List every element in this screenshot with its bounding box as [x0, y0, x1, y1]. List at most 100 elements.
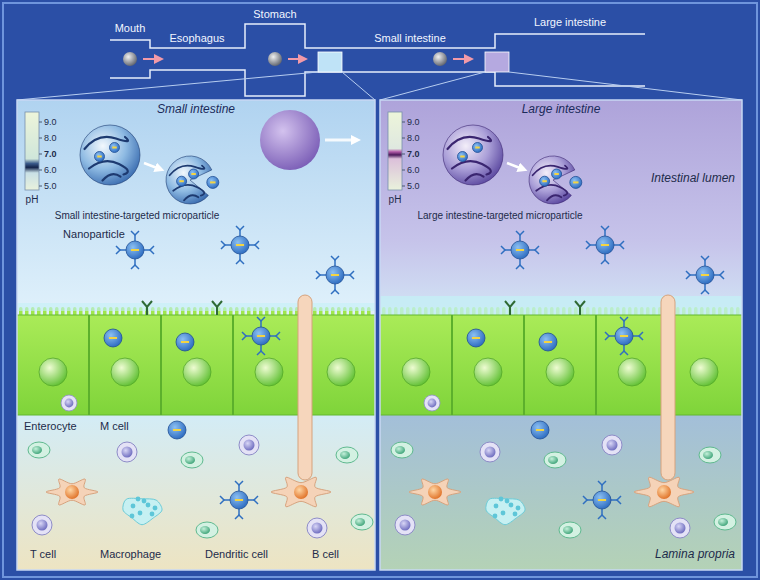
t-cell — [239, 435, 259, 455]
b-cell-body — [699, 447, 721, 463]
dendritic-cell-body — [46, 479, 98, 505]
negative-charge — [331, 274, 339, 276]
phagosome — [493, 514, 498, 519]
ph-value: 9.0 — [407, 117, 420, 127]
t-cell — [424, 395, 440, 411]
ph-axis-label: pH — [26, 194, 39, 206]
negative-charge — [112, 147, 117, 149]
nanoparticle — [458, 152, 468, 162]
phagosome — [150, 512, 155, 517]
polymer-strand — [85, 137, 129, 149]
ligand-fork — [601, 226, 609, 230]
b-cell-nucleus — [395, 446, 405, 454]
macrophage — [486, 497, 525, 525]
ligand-fork — [131, 265, 139, 269]
ph-value: 6.0 — [407, 165, 420, 175]
b-cell — [699, 447, 721, 463]
negative-charge — [601, 244, 609, 246]
polymer-strand — [184, 195, 198, 200]
receptor — [142, 301, 152, 315]
ph-value: 6.0 — [44, 165, 57, 175]
ligand-fork — [598, 481, 606, 485]
ph-tick — [402, 186, 405, 187]
ph-scale — [388, 112, 402, 190]
b-cell — [28, 442, 50, 458]
b-cell-nucleus — [548, 456, 558, 464]
t-cell-body — [602, 435, 622, 455]
negative-charge — [460, 156, 465, 158]
ph-tick — [402, 170, 405, 171]
nanoparticle — [686, 256, 724, 294]
ph-axis-label: pH — [389, 194, 402, 206]
ligand-fork — [116, 246, 120, 254]
nanoparticle-core — [473, 143, 483, 153]
nanoparticle — [176, 333, 194, 351]
microparticle-shell — [166, 156, 212, 204]
ligand-fork — [220, 496, 224, 504]
nanoparticle — [586, 226, 624, 264]
nanoparticle-core — [230, 491, 248, 509]
dendrite — [661, 295, 675, 480]
ligand-fork — [331, 290, 339, 294]
capsule — [268, 52, 282, 66]
negative-charge — [179, 180, 184, 182]
lamina-propria — [380, 415, 742, 570]
nanoparticle-core — [207, 176, 219, 188]
transit-arrow — [325, 139, 353, 142]
phagosome — [138, 511, 143, 516]
intestinal-lumen — [17, 100, 375, 315]
nanoparticle-core — [104, 329, 122, 347]
enterocyte-nucleus — [183, 358, 211, 386]
t-cell-body — [307, 518, 327, 538]
cell-border — [160, 315, 162, 415]
t-cell-nucleus — [244, 440, 255, 451]
zoom-region — [485, 52, 509, 72]
t-cell — [117, 442, 137, 462]
nanoparticle — [316, 256, 354, 294]
nanoparticle-core — [539, 333, 557, 351]
nanoparticle — [531, 421, 549, 439]
negative-charge — [173, 429, 181, 431]
zoom-line — [342, 72, 375, 100]
nanoparticle — [104, 329, 122, 347]
negative-charge — [701, 274, 709, 276]
polymer-strand — [547, 195, 561, 200]
negative-charge — [516, 249, 524, 251]
b-cell-body — [559, 522, 581, 538]
ph-tick — [39, 154, 42, 155]
cell-label: T cell — [30, 548, 56, 561]
ph-tick — [402, 154, 405, 155]
nanoparticle — [177, 176, 187, 186]
nanoparticle — [583, 481, 621, 519]
cell-label: B cell — [312, 548, 339, 561]
b-cell-body — [181, 452, 203, 468]
b-cell-nucleus — [355, 518, 365, 526]
dendritic-cell — [271, 477, 331, 507]
cell-border — [232, 315, 234, 415]
dendritic-cell — [409, 479, 461, 505]
b-cell-body — [351, 514, 373, 530]
ph-tick — [39, 138, 42, 139]
ligand-fork — [350, 271, 354, 279]
ligand-fork — [686, 271, 690, 279]
epithelium-edge — [17, 314, 375, 315]
phagosome — [136, 497, 141, 502]
t-cell — [32, 515, 52, 535]
ligand-fork — [257, 351, 265, 355]
phagosome — [505, 499, 510, 504]
negative-charge — [573, 181, 578, 183]
b-cell-body — [714, 514, 736, 530]
broken-microparticle — [529, 156, 582, 204]
ph-value: 8.0 — [44, 133, 57, 143]
nanoparticle — [189, 169, 199, 179]
capsule — [433, 52, 447, 66]
organ-label: Mouth — [115, 22, 146, 35]
enterocyte-nucleus — [690, 358, 718, 386]
t-cell — [61, 395, 77, 411]
cell-border — [88, 315, 90, 415]
microparticle — [443, 125, 503, 185]
b-cell-nucleus — [718, 518, 728, 526]
nanoparticle — [570, 176, 582, 188]
nanoparticle-core — [540, 176, 550, 186]
negative-charge — [131, 249, 139, 251]
